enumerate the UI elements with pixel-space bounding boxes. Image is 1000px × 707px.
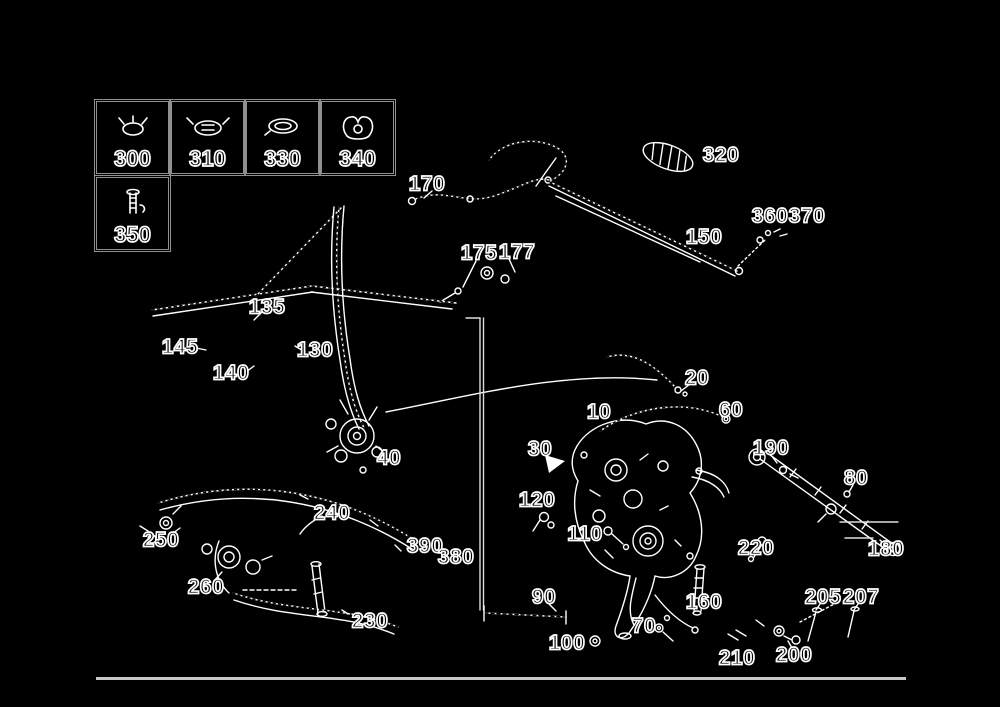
- part-label-250[interactable]: 250: [142, 528, 180, 552]
- part-label-370[interactable]: 370: [788, 204, 826, 228]
- part-label-320[interactable]: 320: [702, 143, 740, 167]
- hose-bundle: [255, 205, 370, 430]
- part-label-210[interactable]: 210: [718, 646, 756, 670]
- coupling-part: [642, 141, 694, 173]
- legend-code: 300: [113, 146, 151, 171]
- part-label-160[interactable]: 160: [685, 590, 723, 614]
- seal-ring-icon: [260, 111, 306, 146]
- part-label-180[interactable]: 180: [867, 537, 905, 561]
- part-label-100[interactable]: 100: [548, 631, 586, 655]
- pipe-clamp-icon: [185, 111, 231, 146]
- arrow-marker: [545, 455, 565, 473]
- part-label-145[interactable]: 145: [161, 335, 199, 359]
- pressure-pipe: [548, 181, 744, 277]
- part-label-205[interactable]: 205: [804, 585, 842, 609]
- part-label-60[interactable]: 60: [718, 398, 744, 422]
- drag-link: [747, 448, 901, 563]
- bolt-parts: [727, 601, 860, 649]
- screw-clip-icon: [110, 187, 156, 222]
- part-label-170[interactable]: 170: [408, 172, 446, 196]
- top-hose-assembly: [407, 140, 567, 206]
- page-bottom-rule: [96, 677, 906, 680]
- part-label-230[interactable]: 230: [351, 609, 389, 633]
- return-hose: [606, 354, 691, 397]
- legend-code: 310: [188, 146, 226, 171]
- legend-code: 340: [338, 146, 376, 171]
- pipe-fittings: [737, 228, 788, 267]
- legend-code: 330: [263, 146, 301, 171]
- part-label-70[interactable]: 70: [631, 614, 657, 638]
- part-label-240[interactable]: 240: [313, 501, 351, 525]
- part-label-40[interactable]: 40: [376, 446, 402, 470]
- part-label-110[interactable]: 110: [566, 522, 603, 546]
- frame-rail: [151, 285, 457, 373]
- part-label-30[interactable]: 30: [527, 437, 553, 461]
- part-label-380[interactable]: 380: [437, 545, 475, 569]
- part-label-150[interactable]: 150: [685, 225, 723, 249]
- banjo-bolt-parts: [439, 258, 516, 303]
- part-label-135[interactable]: 135: [248, 295, 286, 319]
- part-label-20[interactable]: 20: [684, 366, 710, 390]
- steering-gear: [571, 406, 731, 640]
- legend-cell-300[interactable]: 300: [94, 99, 171, 176]
- legend-code: 350: [113, 222, 151, 247]
- part-label-80[interactable]: 80: [843, 466, 869, 490]
- part-label-190[interactable]: 190: [752, 436, 790, 460]
- part-label-390[interactable]: 390: [406, 534, 444, 558]
- hose-clamp-icon: [110, 111, 156, 146]
- part-label-120[interactable]: 120: [518, 488, 556, 512]
- steering-pump: [325, 399, 385, 474]
- legend-cell-350[interactable]: 350: [94, 175, 171, 252]
- part-label-10[interactable]: 10: [586, 400, 612, 424]
- bracket-leader: [465, 317, 567, 625]
- return-line: [385, 377, 658, 413]
- part-label-207[interactable]: 207: [842, 585, 880, 609]
- part-label-90[interactable]: 90: [531, 585, 557, 609]
- part-label-200[interactable]: 200: [775, 643, 813, 667]
- gear-small-parts: [532, 511, 706, 647]
- part-label-140[interactable]: 140: [212, 361, 250, 385]
- part-label-130[interactable]: 130: [296, 338, 334, 362]
- part-label-360[interactable]: 360: [751, 204, 789, 228]
- legend-cell-340[interactable]: 340: [319, 99, 396, 176]
- bracket-clip-icon: [335, 109, 381, 146]
- axle-assembly: [139, 488, 417, 635]
- part-label-260[interactable]: 260: [187, 575, 225, 599]
- part-label-220[interactable]: 220: [737, 536, 775, 560]
- part-label-175[interactable]: 175: [460, 241, 498, 265]
- part-label-177[interactable]: 177: [498, 240, 536, 264]
